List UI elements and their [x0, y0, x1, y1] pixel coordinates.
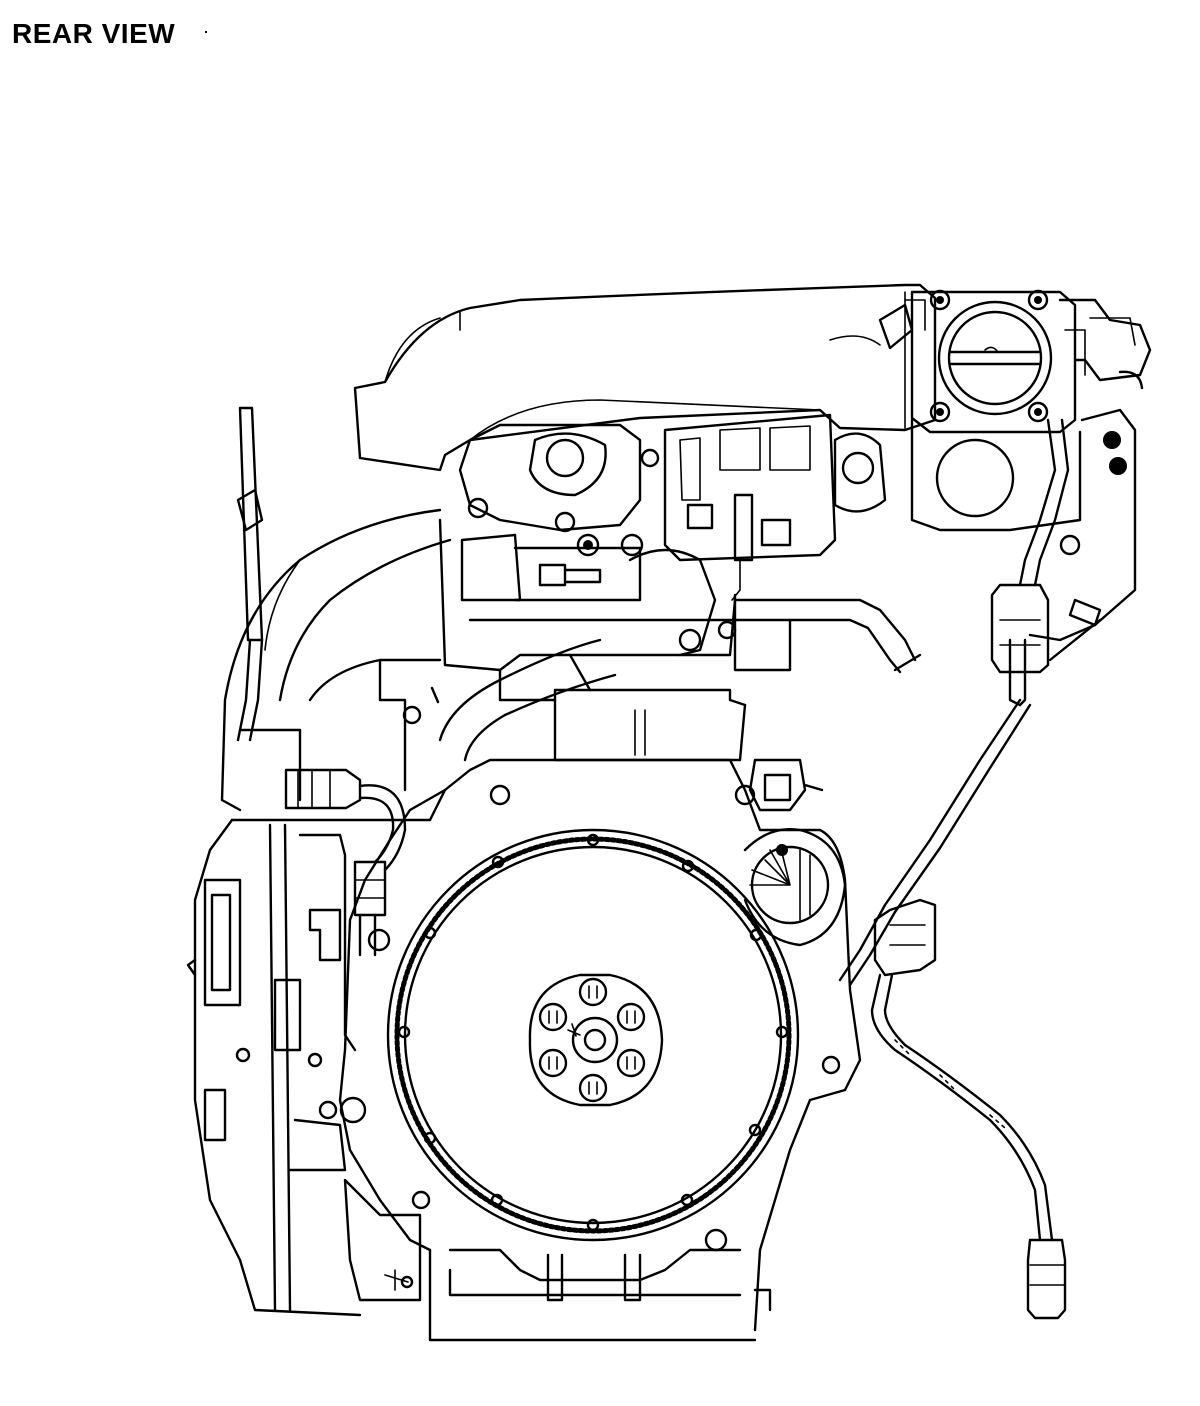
- radiator-hose: [430, 638, 617, 762]
- transaxle-case: [186, 788, 447, 1317]
- thermostat-housing: [460, 533, 737, 657]
- harness-bracket: [878, 299, 1102, 627]
- engine-rear-plate: [338, 758, 862, 1342]
- diagram-title: REAR VIEW: [12, 18, 176, 49]
- oil-pan: [448, 1248, 742, 1302]
- crankshaft-hub: [528, 973, 664, 1107]
- timing-cover: [458, 423, 660, 533]
- throttle-body: [910, 289, 1152, 434]
- manifold-lower-body: [910, 408, 1137, 642]
- valve-flange: [833, 432, 887, 513]
- stray-mark: [205, 31, 207, 33]
- intake-manifold: [353, 283, 937, 472]
- exhaust-heat-shield: [220, 406, 452, 812]
- ignition-coil-pack: [663, 413, 837, 601]
- oxygen-sensor-harness: [838, 418, 1102, 1320]
- coolant-pipe: [733, 593, 922, 674]
- flywheel: [386, 828, 800, 1242]
- dipstick-tube: [236, 638, 264, 742]
- crank-position-sensor: [743, 758, 847, 947]
